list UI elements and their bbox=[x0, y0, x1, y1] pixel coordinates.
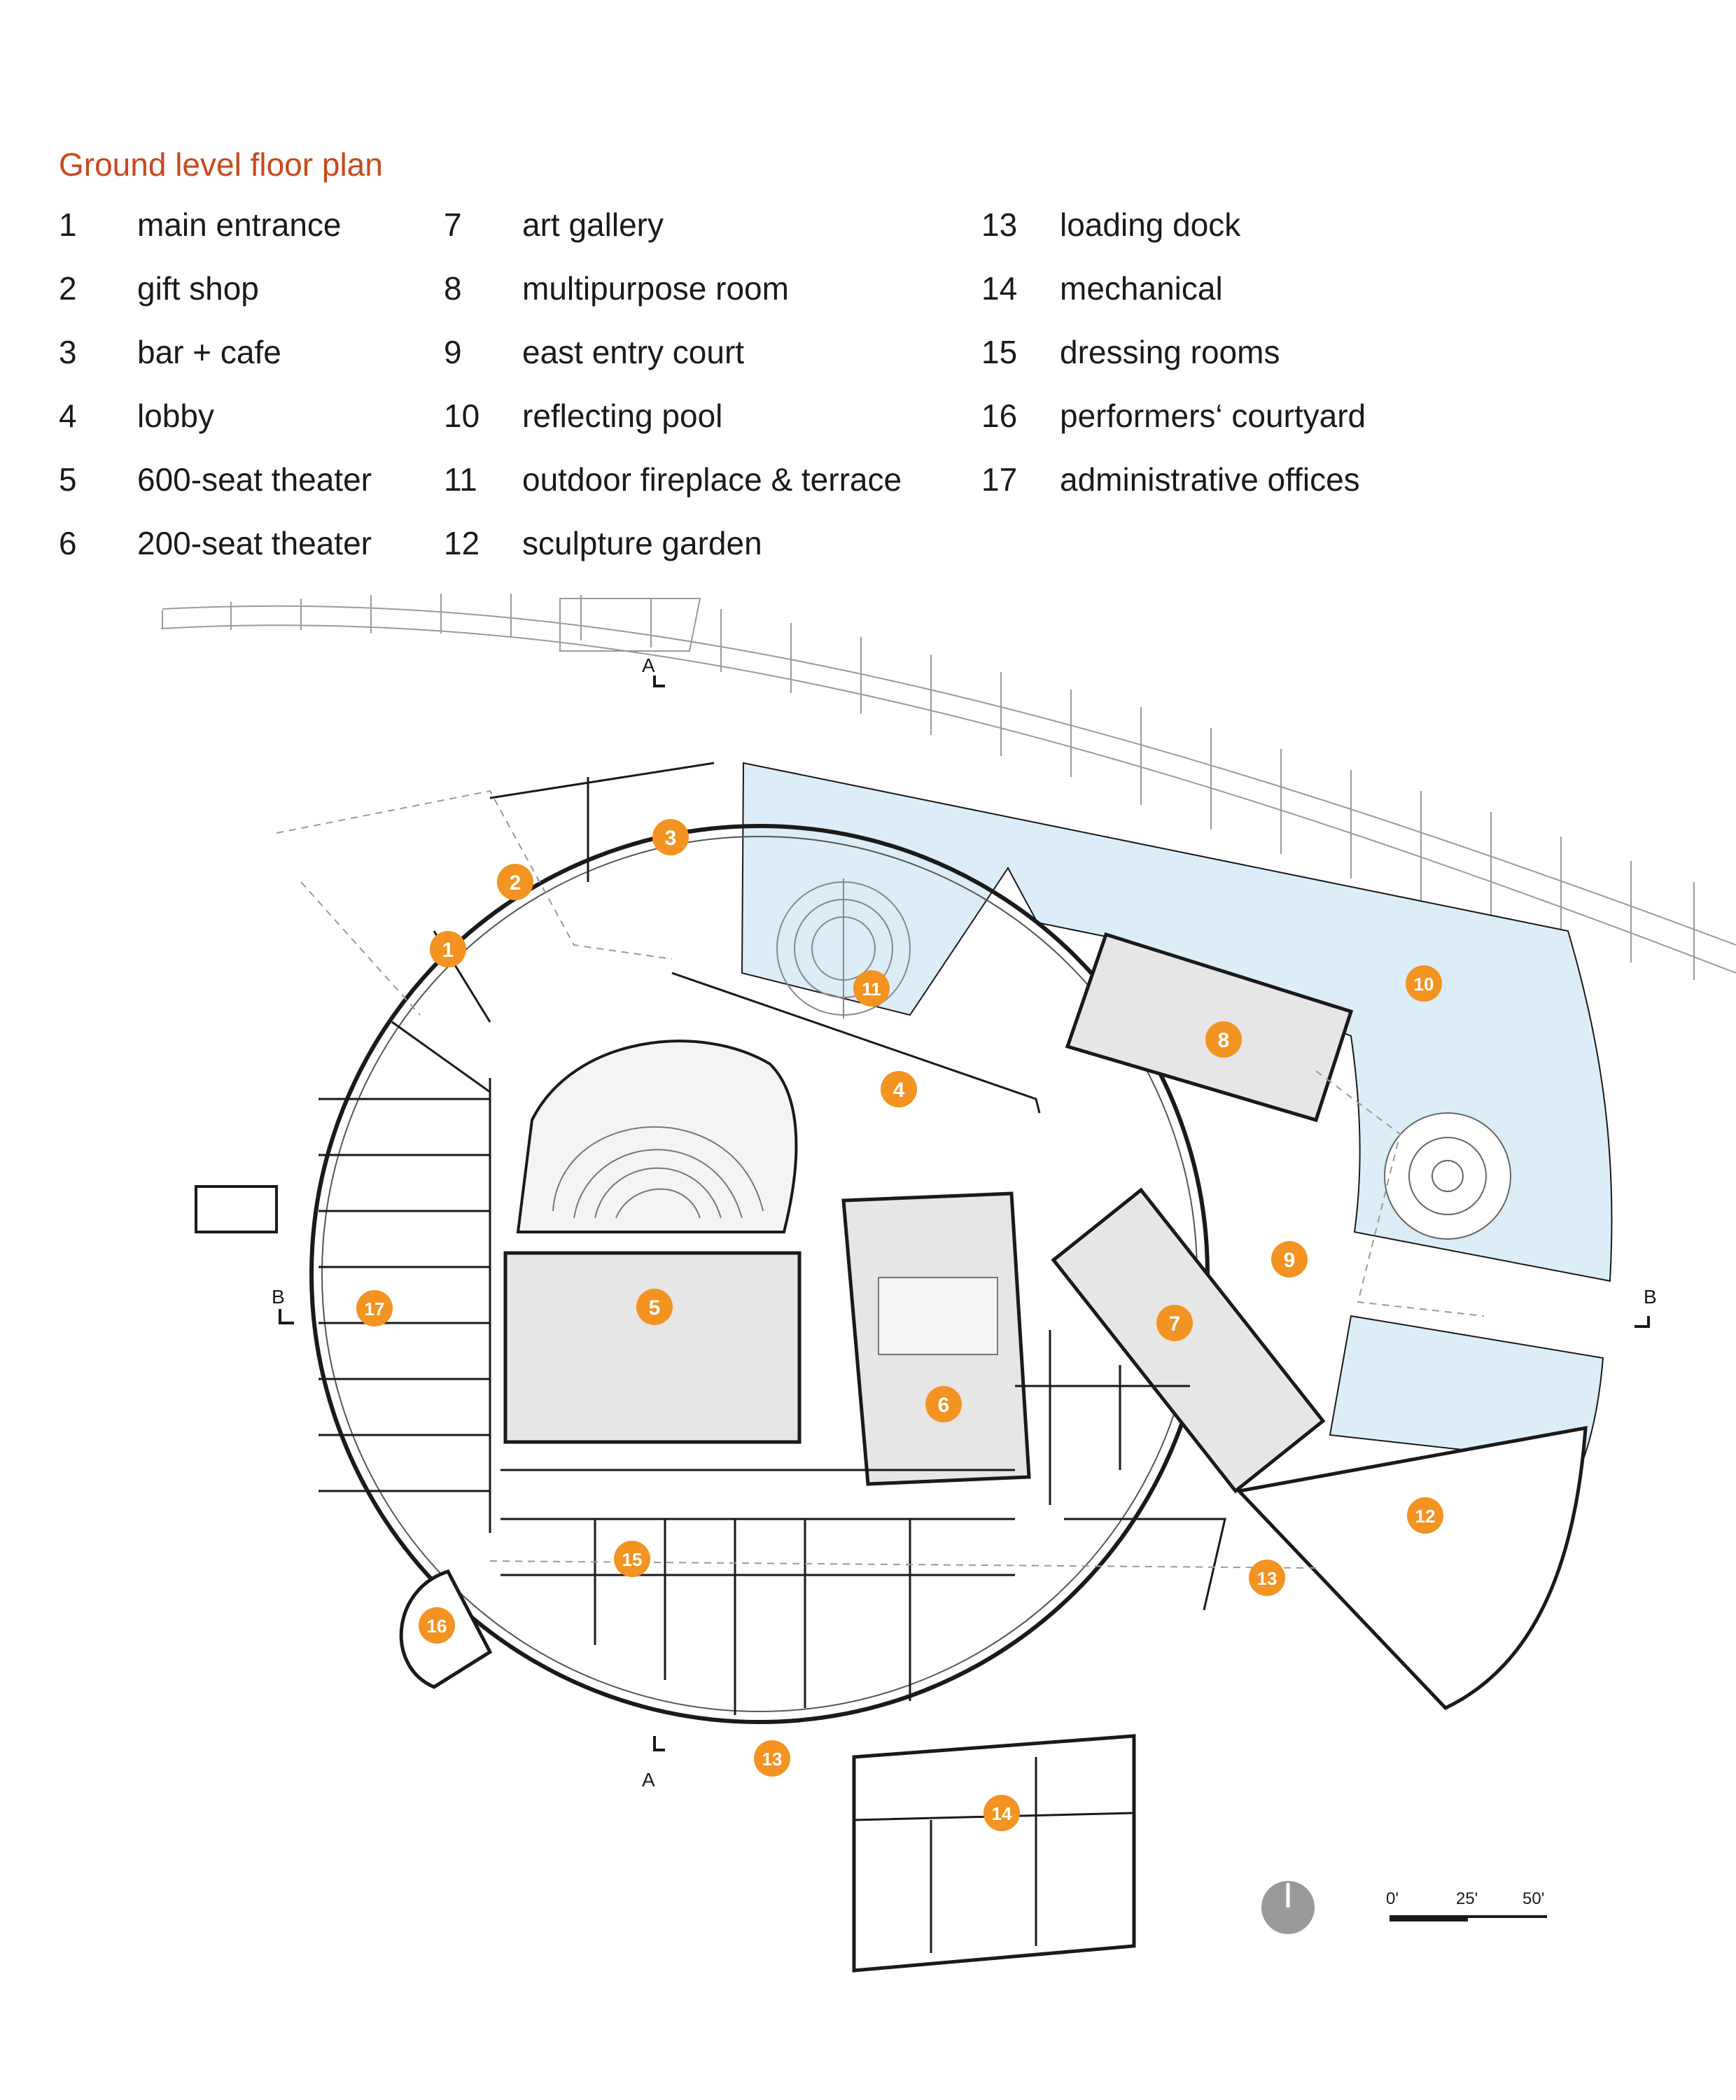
room-marker-12: 12 bbox=[1407, 1497, 1443, 1534]
sidewalk bbox=[160, 594, 1736, 980]
room-marker-label: 12 bbox=[1415, 1506, 1436, 1527]
room-marker-15: 15 bbox=[614, 1541, 650, 1577]
room-marker-label: 7 bbox=[1169, 1312, 1181, 1336]
room-marker-label: 11 bbox=[862, 979, 881, 1000]
room-marker-4: 4 bbox=[881, 1071, 917, 1107]
legend-num: 14 bbox=[981, 270, 1018, 307]
room-marker-1: 1 bbox=[430, 931, 466, 967]
fountain bbox=[1384, 1112, 1511, 1240]
multipurpose-room bbox=[1065, 932, 1354, 1123]
legend-label: mechanical bbox=[1060, 270, 1223, 307]
room-marker-label: 15 bbox=[622, 1549, 643, 1570]
section-a-bottom: A bbox=[642, 1769, 655, 1791]
legend-num: 8 bbox=[444, 270, 462, 307]
legend-num: 13 bbox=[981, 206, 1018, 243]
room-marker-10: 10 bbox=[1406, 965, 1442, 1002]
mechanical-block bbox=[852, 1734, 1136, 1973]
room-marker-label: 9 bbox=[1284, 1249, 1296, 1272]
room-marker-6: 6 bbox=[925, 1386, 962, 1422]
legend-label: loading dock bbox=[1060, 206, 1241, 243]
legend-num: 6 bbox=[59, 525, 77, 561]
room-marker-17: 17 bbox=[356, 1290, 393, 1326]
section-a-top: A bbox=[642, 654, 655, 676]
legend-label: administrative offices bbox=[1060, 461, 1360, 498]
sculpture-garden bbox=[1235, 1425, 1588, 1711]
legend-label: art gallery bbox=[522, 206, 664, 243]
fountain-ring bbox=[1408, 1137, 1487, 1215]
scale-mid: 25' bbox=[1456, 1889, 1478, 1908]
legend-num: 15 bbox=[981, 334, 1018, 370]
legend-num: 16 bbox=[981, 398, 1018, 434]
legend-num: 3 bbox=[59, 334, 77, 370]
legend-label: multipurpose room bbox=[522, 270, 789, 307]
legend-label: bar + cafe bbox=[137, 334, 281, 370]
fireplace-terrace bbox=[776, 878, 911, 1018]
legend-label: 200-seat theater bbox=[137, 525, 372, 561]
west-stair bbox=[195, 1185, 278, 1233]
scale-end: 50' bbox=[1522, 1889, 1544, 1908]
room-marker-5: 5 bbox=[636, 1289, 673, 1325]
room-marker-8: 8 bbox=[1205, 1021, 1242, 1058]
room-marker-13-south: 13 bbox=[754, 1740, 790, 1777]
circulation-lines bbox=[276, 790, 1485, 1569]
room-marker-label: 17 bbox=[365, 1298, 385, 1320]
room-marker-14: 14 bbox=[983, 1795, 1020, 1831]
north-arrow-icon bbox=[1261, 1881, 1315, 1934]
room-marker-label: 8 bbox=[1218, 1029, 1230, 1052]
legend-num: 12 bbox=[444, 525, 480, 561]
legend-label: outdoor fireplace & terrace bbox=[522, 461, 902, 498]
room-marker-7: 7 bbox=[1156, 1305, 1193, 1341]
room-marker-label: 4 bbox=[893, 1079, 905, 1102]
legend-label: east entry court bbox=[522, 334, 745, 370]
legend-num: 7 bbox=[444, 206, 462, 243]
interior-walls bbox=[318, 762, 1226, 1953]
legend-num: 4 bbox=[59, 398, 77, 434]
legend-label: lobby bbox=[137, 398, 214, 434]
legend-num: 5 bbox=[59, 461, 77, 498]
room-marker-label: 13 bbox=[1257, 1568, 1278, 1589]
room-marker-label: 10 bbox=[1414, 974, 1434, 995]
legend-num: 1 bbox=[59, 206, 77, 243]
room-marker-3: 3 bbox=[652, 819, 689, 855]
legend-num: 17 bbox=[981, 461, 1018, 498]
room-marker-9: 9 bbox=[1271, 1241, 1308, 1278]
legend-label: gift shop bbox=[137, 270, 259, 307]
legend-num: 11 bbox=[444, 461, 477, 498]
art-gallery bbox=[1051, 1187, 1326, 1494]
section-b-left: B bbox=[272, 1286, 285, 1308]
legend-num: 9 bbox=[444, 334, 462, 370]
legend-label: main entrance bbox=[137, 206, 342, 243]
scale-bar: 0' 25' 50' bbox=[1386, 1889, 1547, 1921]
legend-label: performers‘ courtyard bbox=[1060, 398, 1366, 434]
legend-label: reflecting pool bbox=[522, 398, 723, 434]
theater-600-stage bbox=[503, 1251, 802, 1444]
scale-zero: 0' bbox=[1386, 1889, 1399, 1908]
legend-label: 600-seat theater bbox=[137, 461, 372, 498]
section-b-right: B bbox=[1644, 1286, 1657, 1308]
legend-label: sculpture garden bbox=[522, 525, 762, 561]
room-marker-11: 11 bbox=[853, 970, 890, 1007]
room-marker-label: 6 bbox=[938, 1394, 950, 1417]
fountain-center bbox=[1432, 1160, 1464, 1192]
legend-num: 10 bbox=[444, 398, 480, 434]
section-marks: A A B B bbox=[272, 654, 1657, 1791]
room-marker-label: 1 bbox=[442, 939, 454, 962]
room-marker-13-east: 13 bbox=[1249, 1560, 1285, 1596]
theater-200-stage bbox=[878, 1277, 998, 1355]
room-marker-label: 3 bbox=[665, 827, 677, 850]
plan-title: Ground level floor plan bbox=[59, 146, 383, 183]
legend-num: 2 bbox=[59, 270, 77, 307]
room-marker-label: 14 bbox=[992, 1803, 1012, 1824]
room-marker-label: 13 bbox=[762, 1749, 783, 1770]
room-marker-label: 2 bbox=[510, 872, 522, 895]
room-marker-16: 16 bbox=[419, 1607, 455, 1644]
theater-600-seating bbox=[516, 1040, 798, 1233]
legend-label: dressing rooms bbox=[1060, 334, 1280, 370]
room-marker-label: 16 bbox=[427, 1616, 447, 1637]
room-marker-label: 5 bbox=[649, 1296, 661, 1320]
room-marker-2: 2 bbox=[497, 864, 533, 900]
